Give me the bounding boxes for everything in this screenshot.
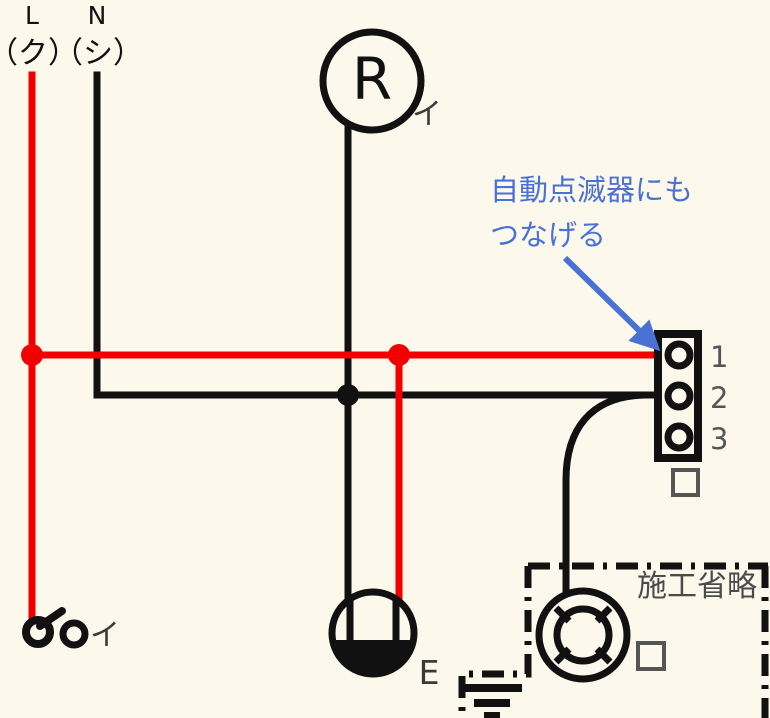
- ground-symbol: [462, 684, 522, 718]
- annotation-arrow: [562, 255, 661, 352]
- terminal-1[interactable]: [664, 340, 694, 370]
- annotation-line-2: つなげる: [490, 218, 606, 252]
- auto-switch-inner-ring: [553, 605, 613, 665]
- switch-throw-contact: [59, 619, 89, 649]
- relay-name-label: イ: [412, 97, 442, 132]
- live-kana-label: （ク）: [0, 36, 78, 71]
- annotation-line-1: 自動点滅器にも: [490, 173, 693, 207]
- auto-switch-wire: [562, 391, 665, 610]
- relay-glyph: R: [352, 45, 392, 113]
- terminal-block-marker-square: [671, 468, 700, 497]
- switch-name-label: イ: [90, 618, 120, 653]
- terminal-2-label: 2: [710, 381, 728, 415]
- live-letter-label: L: [25, 1, 39, 30]
- omit-box-edge-left: [458, 566, 532, 718]
- auto-switch-marker-square: [636, 641, 666, 671]
- terminal-2[interactable]: [664, 381, 694, 411]
- auto-switch-spokes: [553, 605, 613, 665]
- terminal-3[interactable]: [664, 422, 694, 452]
- receptacle-name-label: E: [419, 653, 440, 692]
- neutral-wire-main: [93, 71, 669, 399]
- terminal-1-label: 1: [710, 340, 728, 374]
- neutral-letter-label: N: [88, 1, 107, 30]
- omit-region-label: 施工省略: [637, 569, 757, 604]
- terminal-3-label: 3: [710, 422, 728, 456]
- junction-dot-live-left: [21, 344, 43, 366]
- junction-dot-live-branch: [388, 344, 410, 366]
- relay-symbol: [319, 28, 425, 134]
- neutral-kana-label: （シ）: [53, 36, 143, 71]
- junction-dot-neutral: [337, 384, 359, 406]
- switch-blade: [36, 607, 66, 630]
